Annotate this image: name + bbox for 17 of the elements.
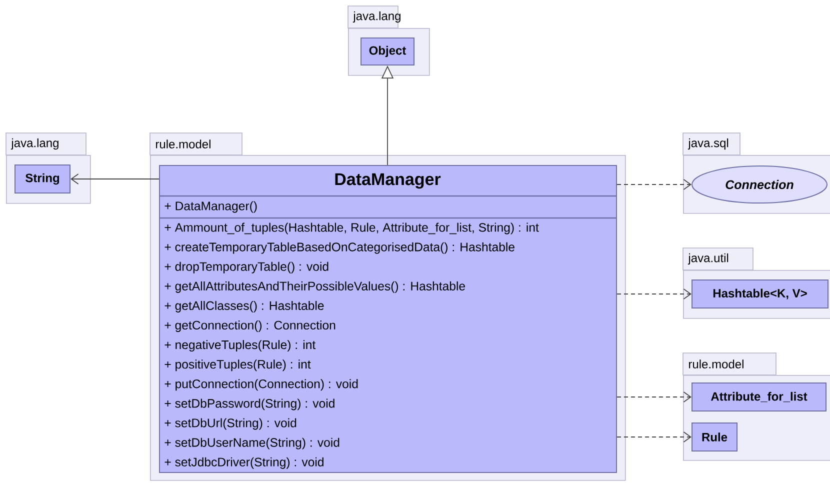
association-arrow <box>70 174 160 184</box>
class-box: String <box>14 164 70 194</box>
node-label: java.lang <box>352 11 400 23</box>
node-label: java.lang <box>10 138 58 150</box>
node-label: rule.model <box>689 360 744 368</box>
node-label: rule.model <box>156 140 210 148</box>
dependency-arrow <box>616 432 692 442</box>
class-box: Rule <box>692 422 738 452</box>
dependency-arrow <box>616 179 692 190</box>
class-box: Object <box>360 38 414 66</box>
class-box: Attribute_for_list <box>692 382 826 412</box>
class-box: DataManager + DataManager() + Ammount_of_tuples(Hashtable, Rule, Attribute_for_list, String) : int + createTemporaryTableBasedOnCategorisedData() : Hashtable + dropTemporaryTable() : void + getAllAttributesAndTheirPossibleValues() : Hashtable + getAllClasses() : Hashtable + getConnection() : Connection + negativeTuples(Rule) : int + positiveTuples(Rule) : int + putConnection(Connection) : void + setDbPassword(String) : void + setDbUrl(String) : void + setDbUserName(String) : void + setJdbcDriver(String) : void <box>159 165 617 473</box>
class-box: Hashtable<K, V> <box>692 280 828 308</box>
node-label: java.util <box>688 253 728 265</box>
dependency-arrow <box>616 288 692 300</box>
node-label: java.sql <box>688 138 728 150</box>
dependency-arrow <box>616 392 692 402</box>
